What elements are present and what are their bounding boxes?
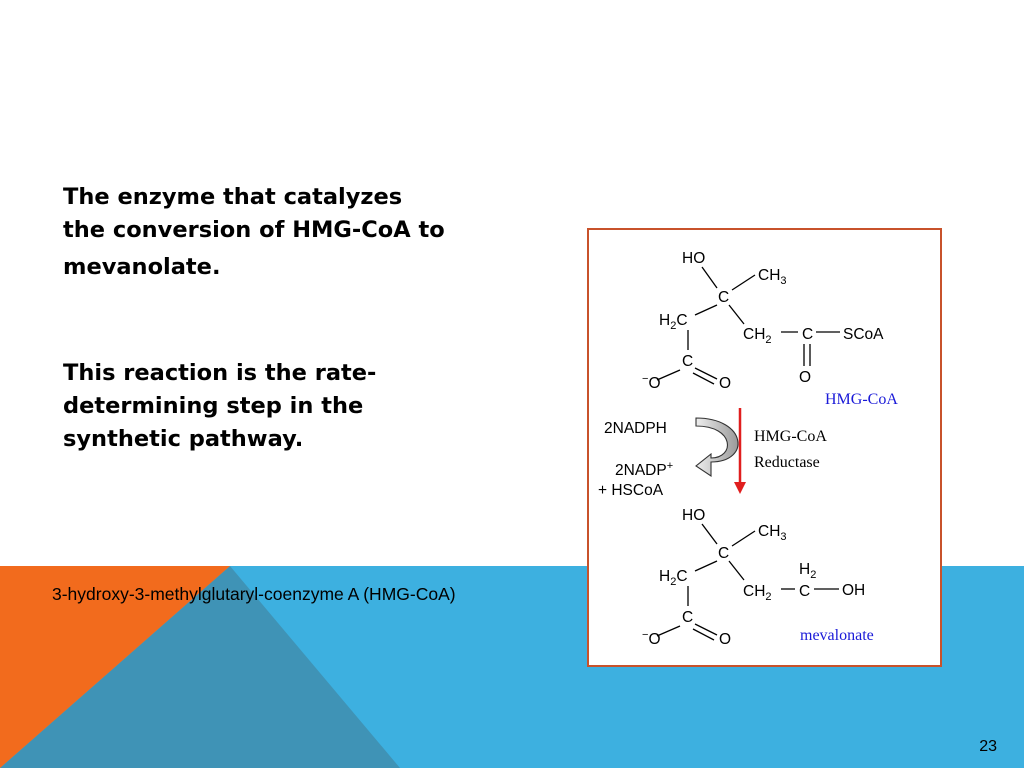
product-alcohol-carbon: C xyxy=(799,583,810,600)
reaction-arrow-head xyxy=(734,482,746,494)
hscoa-label: + HSCoA xyxy=(598,482,664,499)
rate-note-line-3: synthetic pathway. xyxy=(63,426,304,452)
bond-carboxyl-o-minus xyxy=(656,369,681,381)
hmg-coa-structure: HO CH3 C H2C CH2 C SCoA O C O −O HMG-CoA xyxy=(642,250,898,408)
reaction-arrows: 2NADPH 2NADP+ + HSCoA HMG-CoA Reductase xyxy=(598,408,827,499)
reaction-diagram-box: HO CH3 C H2C CH2 C SCoA O C O −O HMG-CoA xyxy=(587,228,942,667)
rate-note-line-1: This reaction is the rate- xyxy=(63,360,377,386)
background-orange-shape xyxy=(0,566,230,768)
page-number: 23 xyxy=(979,738,997,755)
enzyme-label-line-2: Reductase xyxy=(754,454,820,471)
nadp-label: 2NADP+ xyxy=(615,460,673,479)
enzyme-description-line-1: The enzyme that catalyzes xyxy=(63,184,403,210)
mevalonate-label: mevalonate xyxy=(800,627,874,644)
substrate-ch3-label: CH3 xyxy=(758,267,787,287)
product-h2c-label: H2C xyxy=(659,568,688,588)
bond-carboxyl-o-double-a xyxy=(694,367,718,380)
background-steel-triangle xyxy=(0,566,400,768)
product-carboxyl-oxygen: O xyxy=(719,631,731,648)
mevalonate-structure: HO CH3 C H2C CH2 H2 C OH C O −O mevalona… xyxy=(642,507,874,648)
product-bond-c-ch2-right xyxy=(728,560,745,581)
product-oh-label: OH xyxy=(842,582,865,599)
product-h2-label: H2 xyxy=(799,561,816,581)
enzyme-description-line-2: the conversion of HMG-CoA to xyxy=(63,217,445,243)
substrate-scoa-label: SCoA xyxy=(843,326,884,343)
cofactor-curved-arrow xyxy=(695,417,739,478)
product-bond-carboxyl-o-double-b xyxy=(692,628,715,641)
substrate-ch2-label: CH2 xyxy=(743,326,772,346)
nadph-label: 2NADPH xyxy=(604,420,667,437)
hmg-coa-label: HMG-CoA xyxy=(825,391,898,408)
bond-c-ch2-right xyxy=(728,304,745,325)
product-ch2-label: CH2 xyxy=(743,583,772,603)
product-ho-label: HO xyxy=(682,507,705,524)
substrate-h2c-label: H2C xyxy=(659,312,688,332)
bond-carboxyl-o-double-b xyxy=(692,372,715,385)
substrate-carboxyl-oxygen: O xyxy=(719,375,731,392)
reaction-diagram: HO CH3 C H2C CH2 C SCoA O C O −O HMG-CoA xyxy=(598,250,898,648)
product-bond-ho-c xyxy=(701,523,718,545)
substrate-carbonyl-oxygen: O xyxy=(799,369,811,386)
product-carboxyl-carbon: C xyxy=(682,609,693,626)
enzyme-description-line-3: mevanolate. xyxy=(63,254,221,280)
substrate-carbonyl-carbon: C xyxy=(802,326,813,343)
slide-body-text: The enzyme that catalyzes the conversion… xyxy=(63,181,523,456)
rate-note-line-2: determining step in the xyxy=(63,393,364,419)
product-bond-carboxyl-o-minus xyxy=(656,625,681,637)
substrate-ho-label: HO xyxy=(682,250,705,267)
bond-c-ch2-left xyxy=(694,304,718,316)
bond-ho-c xyxy=(701,266,718,289)
substrate-carboxyl-carbon: C xyxy=(682,353,693,370)
bond-c-ch3 xyxy=(731,274,756,291)
substrate-central-carbon: C xyxy=(718,289,729,306)
rate-limiting-note: This reaction is the rate- determining s… xyxy=(63,357,523,456)
enzyme-label-line-1: HMG-CoA xyxy=(754,428,827,445)
product-bond-c-ch3 xyxy=(731,530,756,547)
product-carboxylate-oxygen: −O xyxy=(642,629,661,648)
hmg-coa-caption: 3-hydroxy-3-methylglutaryl-coenzyme A (H… xyxy=(52,584,456,604)
product-bond-c-ch2-left xyxy=(694,560,718,572)
product-bond-carboxyl-o-double-a xyxy=(694,623,718,636)
enzyme-description: The enzyme that catalyzes the conversion… xyxy=(63,181,523,288)
product-central-carbon: C xyxy=(718,545,729,562)
substrate-carboxylate-oxygen: −O xyxy=(642,373,661,392)
product-ch3-label: CH3 xyxy=(758,523,787,543)
